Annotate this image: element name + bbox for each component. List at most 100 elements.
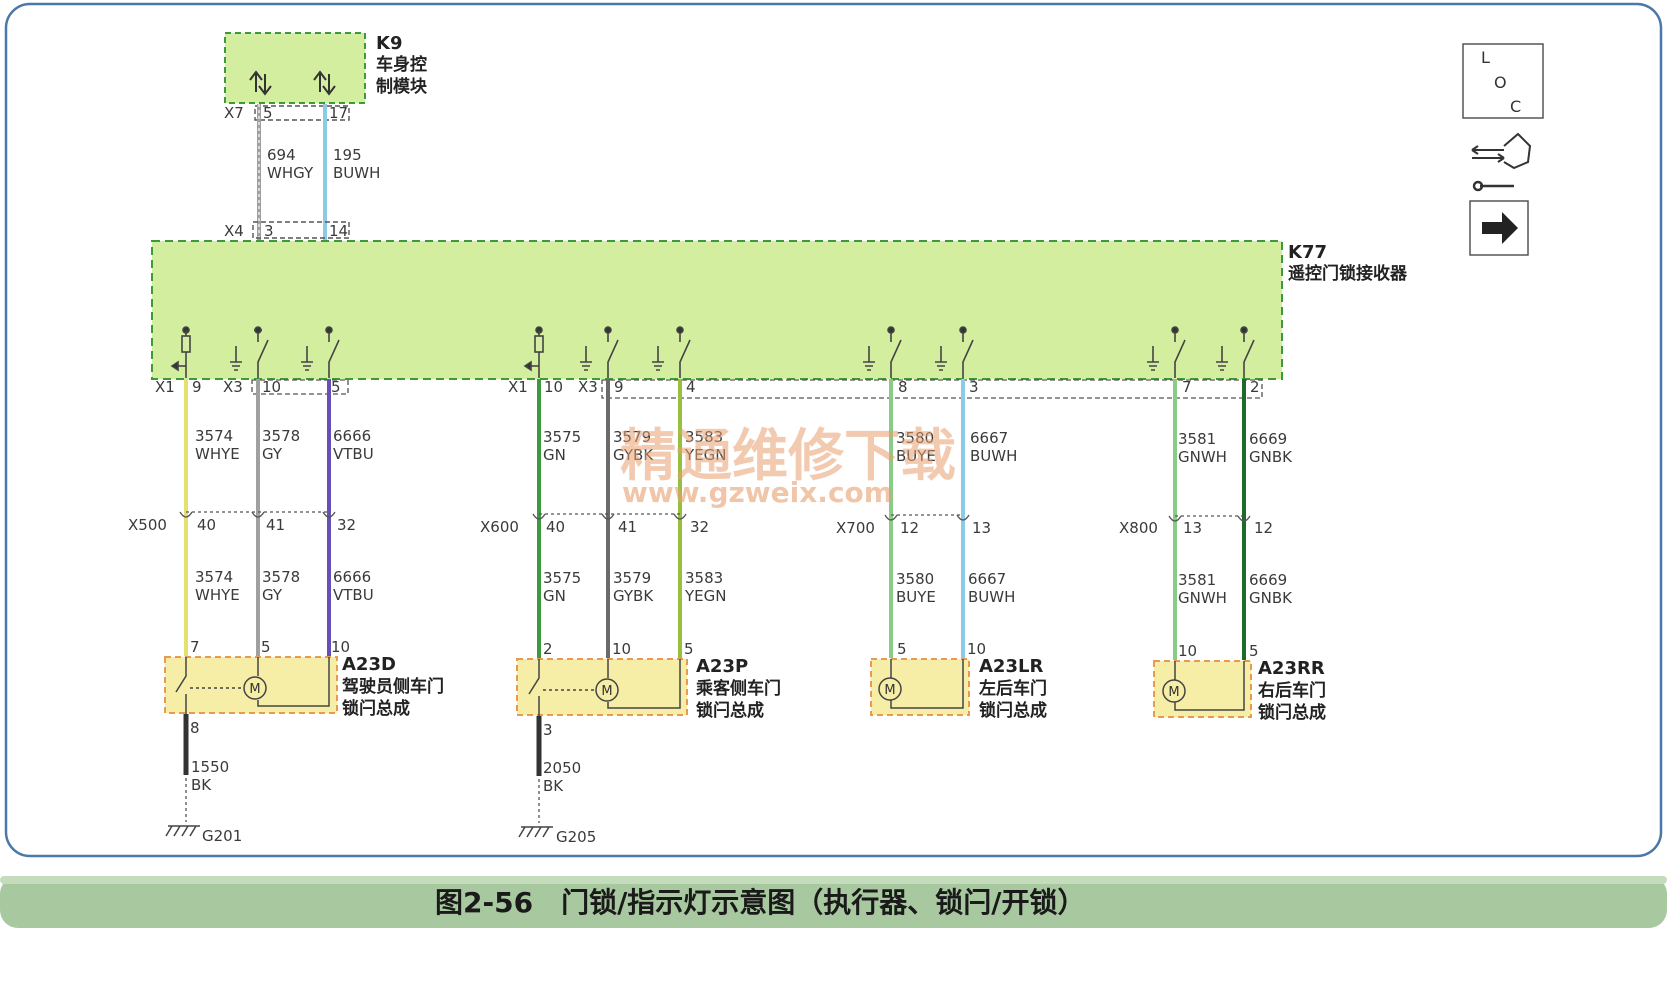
k77-pin-w1: 9 bbox=[192, 378, 202, 396]
k77-name: 遥控门锁接收器 bbox=[1288, 263, 1408, 284]
a23d-pin-8: 8 bbox=[190, 719, 200, 737]
a23d-internals bbox=[175, 657, 330, 714]
svg-text:BUWH: BUWH bbox=[968, 588, 1015, 606]
x7-connector-label: X7 bbox=[224, 104, 244, 122]
diagram-frame bbox=[4, 2, 1663, 858]
x500-pin-41: 41 bbox=[266, 516, 285, 534]
x500-pin-40: 40 bbox=[197, 516, 216, 534]
svg-text:3575: 3575 bbox=[543, 569, 581, 587]
k77-pin-w10: 2 bbox=[1250, 378, 1260, 396]
figure-caption: 图2-56 门锁/指示灯示意图（执行器、锁闩/开锁） bbox=[435, 886, 1086, 919]
k77-id: K77 bbox=[1288, 242, 1327, 263]
svg-text:6669: 6669 bbox=[1249, 571, 1287, 589]
legend-c: C bbox=[1510, 97, 1521, 116]
a23p-pin-10: 10 bbox=[612, 640, 631, 658]
wire-195-number: 195 bbox=[333, 146, 362, 164]
svg-text:3578: 3578 bbox=[262, 427, 300, 445]
a23lr-pin-10: 10 bbox=[967, 640, 986, 658]
x800-label: X800 bbox=[1119, 519, 1158, 537]
wrench-icon bbox=[1472, 180, 1514, 192]
wire-2050-number: 2050 bbox=[543, 759, 581, 777]
a23p-pin-2: 2 bbox=[543, 640, 553, 658]
x700-pin-13: 13 bbox=[972, 519, 991, 537]
arrow-right-box bbox=[1469, 200, 1529, 256]
watermark-url: www.gzweix.com bbox=[622, 476, 893, 509]
a23d-pin-10: 10 bbox=[331, 638, 350, 656]
svg-text:3581: 3581 bbox=[1178, 430, 1216, 448]
svg-text:GNBK: GNBK bbox=[1249, 448, 1293, 466]
a23p-pin-5: 5 bbox=[684, 640, 694, 658]
x3-mid-connector-box bbox=[601, 379, 1263, 399]
wire-694-number: 694 bbox=[267, 146, 296, 164]
a23rr-pin-5: 5 bbox=[1249, 642, 1259, 660]
hand-arrows-icon bbox=[1471, 132, 1532, 170]
svg-text:VTBU: VTBU bbox=[333, 445, 374, 463]
x600-label: X600 bbox=[480, 518, 519, 536]
k77-pin-w9: 7 bbox=[1182, 378, 1192, 396]
x4-connector-label: X4 bbox=[224, 222, 244, 240]
a23lr-motor-icon bbox=[878, 677, 902, 701]
svg-text:3580: 3580 bbox=[896, 570, 934, 588]
svg-text:YEGN: YEGN bbox=[684, 587, 726, 605]
svg-text:3575: 3575 bbox=[543, 428, 581, 446]
watermark-title: 精通维修下载 bbox=[620, 424, 956, 489]
svg-text:VTBU: VTBU bbox=[333, 586, 374, 604]
a23lr-internals bbox=[890, 659, 964, 709]
legend-o: O bbox=[1494, 73, 1507, 92]
svg-text:GYBK: GYBK bbox=[613, 587, 654, 605]
x3-left-connector-box bbox=[251, 379, 349, 395]
x700-label: X700 bbox=[836, 519, 875, 537]
x600-pin-41: 41 bbox=[618, 518, 637, 536]
a23p-motor-icon bbox=[595, 678, 619, 702]
a23lr-motor-label: M bbox=[884, 683, 895, 698]
wire-195-color: BUWH bbox=[333, 164, 380, 182]
a23d-pin-5: 5 bbox=[261, 638, 271, 656]
k9-name-line2: 制模块 bbox=[376, 76, 428, 97]
wire-694-color: WHGY bbox=[267, 164, 314, 182]
wire-labels-upper: 3574 WHYE 3578 GY 6666 VTBU 3575 GN 3579… bbox=[195, 427, 1293, 466]
svg-text:3574: 3574 bbox=[195, 568, 233, 586]
a23d-name-line2: 锁闩总成 bbox=[342, 698, 410, 719]
k77-pin-w6: 4 bbox=[686, 378, 696, 396]
caption-bar bbox=[0, 876, 1667, 928]
a23rr-name-line2: 锁闩总成 bbox=[1258, 702, 1326, 723]
k9-pin-17: 17 bbox=[329, 104, 348, 122]
a23p-id: A23P bbox=[696, 656, 748, 677]
svg-text:3578: 3578 bbox=[262, 568, 300, 586]
x1-left-label: X1 bbox=[155, 378, 175, 396]
ground-g201-icon bbox=[165, 825, 200, 837]
svg-text:BUYE: BUYE bbox=[896, 588, 936, 606]
svg-text:GNBK: GNBK bbox=[1249, 589, 1293, 607]
wire-1550-number: 1550 bbox=[191, 758, 229, 776]
svg-text:GY: GY bbox=[262, 445, 283, 463]
k77-pin-w3: 5 bbox=[331, 378, 341, 396]
a23d-motor-icon bbox=[243, 676, 267, 700]
x800-pin-13: 13 bbox=[1183, 519, 1202, 537]
a23d-motor-label: M bbox=[249, 682, 260, 697]
k77-pin-w4: 10 bbox=[544, 378, 563, 396]
svg-text:6667: 6667 bbox=[968, 570, 1006, 588]
svg-text:GNWH: GNWH bbox=[1178, 589, 1227, 607]
svg-text:GYBK: GYBK bbox=[613, 446, 654, 464]
a23p-internals bbox=[528, 659, 681, 716]
wire-2050-color: BK bbox=[543, 777, 564, 795]
k77-pin-w5: 9 bbox=[614, 378, 624, 396]
k77-pin-w7: 8 bbox=[898, 378, 908, 396]
a23lr-name-line2: 锁闩总成 bbox=[979, 700, 1047, 721]
svg-text:BUWH: BUWH bbox=[970, 447, 1017, 465]
a23lr-pin-5: 5 bbox=[897, 640, 907, 658]
svg-text:3581: 3581 bbox=[1178, 571, 1216, 589]
svg-text:3580: 3580 bbox=[896, 429, 934, 447]
svg-text:3579: 3579 bbox=[613, 569, 651, 587]
k9-pin-5: 5 bbox=[263, 104, 273, 122]
x3-left-label: X3 bbox=[223, 378, 243, 396]
x800-pin-12: 12 bbox=[1254, 519, 1273, 537]
svg-text:GY: GY bbox=[262, 586, 283, 604]
svg-text:GN: GN bbox=[543, 446, 566, 464]
svg-text:3574: 3574 bbox=[195, 427, 233, 445]
k77-pin-w2: 10 bbox=[262, 378, 281, 396]
svg-text:BUYE: BUYE bbox=[896, 447, 936, 465]
k77-pin-3: 3 bbox=[264, 222, 274, 240]
svg-text:GN: GN bbox=[543, 587, 566, 605]
